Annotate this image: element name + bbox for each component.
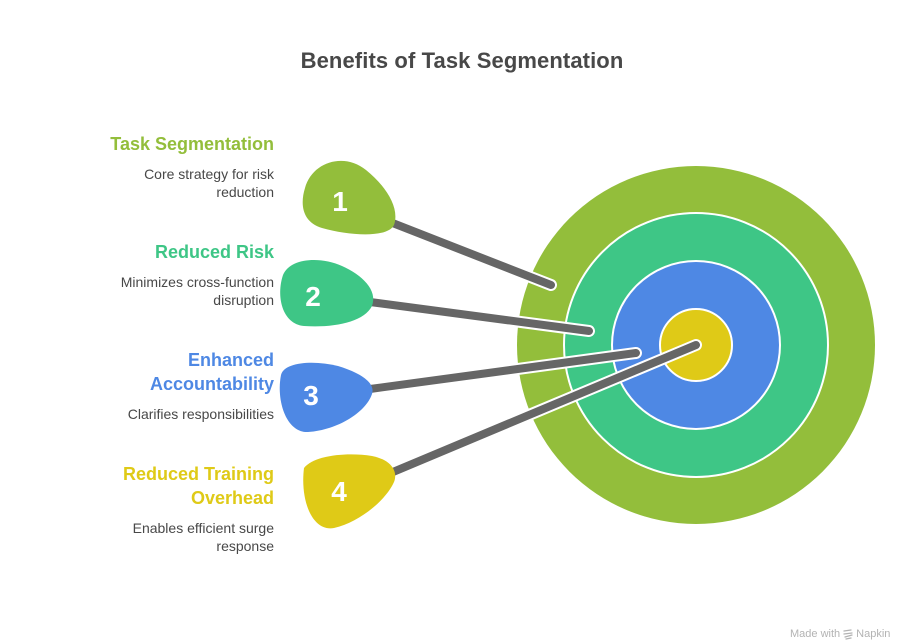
arrow-1	[384, 216, 557, 291]
arrow-2	[364, 296, 595, 337]
item-3-description-line-1: Clarifies responsibilities	[127, 406, 274, 422]
footer-made-with: Made with	[790, 628, 841, 640]
fletch-1: 1	[302, 160, 396, 235]
item-3-text: Enhanced Accountability Clarifies respon…	[128, 348, 274, 423]
item-1-title: Task Segmentation	[110, 134, 274, 154]
item-4-number: 4	[331, 476, 347, 507]
item-3-title: Enhanced Accountability	[128, 348, 274, 396]
arrow-4	[387, 339, 702, 478]
item-4-title: Reduced Training Overhead	[123, 462, 274, 510]
item-2-number: 2	[305, 281, 321, 312]
item-2-description-line-1: Minimizes cross-function	[120, 274, 274, 290]
napkin-logo-icon	[843, 628, 853, 640]
arrow-3	[364, 347, 642, 395]
item-4-title-line-1: Reduced Training	[122, 464, 274, 484]
item-3-title-line-1: Enhanced	[187, 350, 274, 370]
item-1-description: Core strategy for risk reduction	[110, 165, 274, 201]
fletch-3-shape	[279, 362, 373, 433]
item-3-number: 3	[303, 380, 319, 411]
arrows	[364, 216, 702, 478]
fletch-2-shape	[280, 259, 374, 327]
page-title: Benefits of Task Segmentation	[300, 48, 624, 73]
fletch-2: 2	[280, 259, 374, 327]
fletch-3: 3	[279, 362, 373, 433]
item-2-description-line-2: disruption	[213, 292, 274, 308]
item-2-text: Reduced Risk Minimizes cross-function di…	[121, 240, 274, 309]
item-4-description: Enables efficient surge response	[123, 519, 274, 555]
footer-attribution: Made with Napkin	[790, 628, 890, 640]
item-1-description-line-1: Core strategy for risk	[144, 166, 274, 182]
item-2-title: Reduced Risk	[154, 242, 274, 262]
item-3-description: Clarifies responsibilities	[128, 405, 274, 423]
item-4-description-line-2: response	[216, 538, 274, 554]
fletch-4: 4	[303, 454, 396, 529]
item-4-title-line-2: Overhead	[190, 488, 274, 508]
item-2-description: Minimizes cross-function disruption	[121, 273, 274, 309]
item-1-description-line-2: reduction	[216, 184, 274, 200]
item-4-text: Reduced Training Overhead Enables effici…	[123, 462, 274, 555]
item-3-title-line-2: Accountability	[149, 374, 274, 394]
fletch-4-shape	[303, 454, 396, 529]
item-4-description-line-1: Enables efficient surge	[132, 520, 274, 536]
item-1-number: 1	[332, 186, 348, 217]
footer-brand: Napkin	[856, 628, 891, 640]
item-1-text: Task Segmentation Core strategy for risk…	[110, 132, 274, 201]
fletch-1-shape	[302, 160, 396, 235]
